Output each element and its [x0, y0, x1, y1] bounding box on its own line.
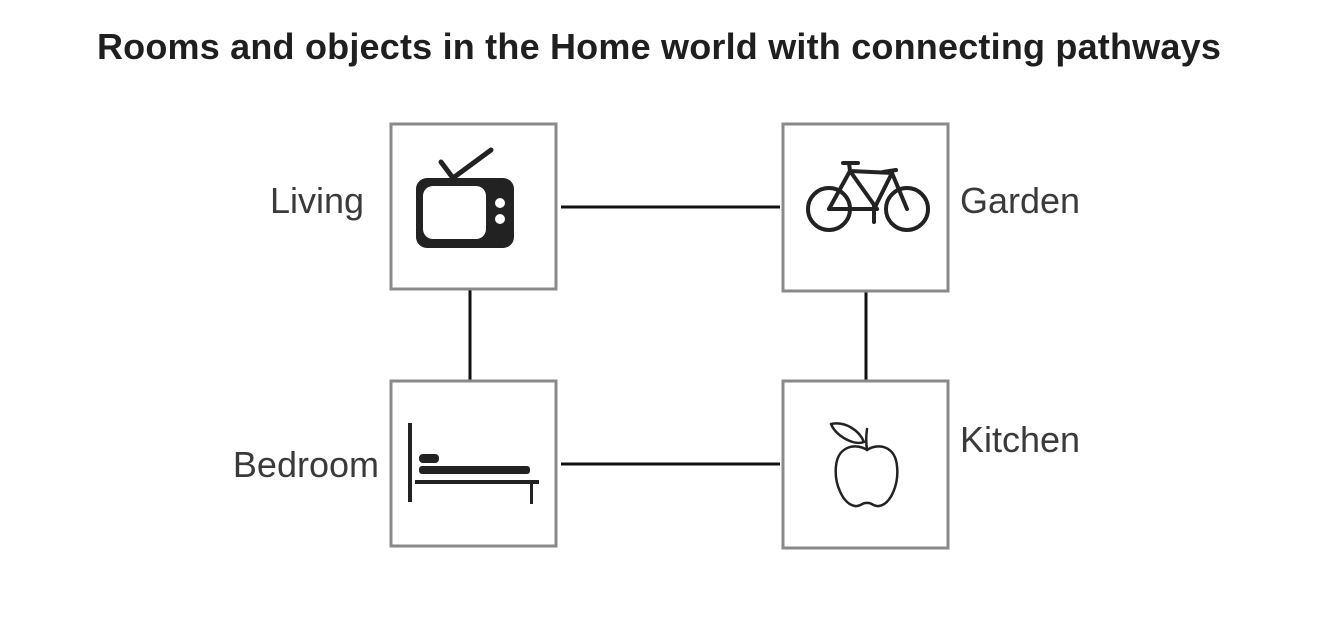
room-bedroom: Bedroom: [233, 379, 558, 548]
room-label-garden: Garden: [960, 180, 1080, 221]
room-garden: Garden: [781, 122, 1080, 293]
room-label-bedroom: Bedroom: [233, 444, 379, 485]
bed-icon: [408, 423, 539, 504]
room-box-kitchen: [781, 379, 950, 550]
bicycle-icon: [806, 161, 930, 232]
room-label-kitchen: Kitchen: [960, 419, 1080, 460]
room-living: Living: [270, 122, 558, 291]
television-icon: [416, 147, 514, 248]
apple-icon: [829, 422, 899, 508]
room-label-living: Living: [270, 180, 364, 221]
room-kitchen: Kitchen: [781, 379, 1080, 550]
room-box-bedroom: [389, 379, 558, 548]
diagram-title: Rooms and objects in the Home world with…: [96, 26, 1222, 67]
